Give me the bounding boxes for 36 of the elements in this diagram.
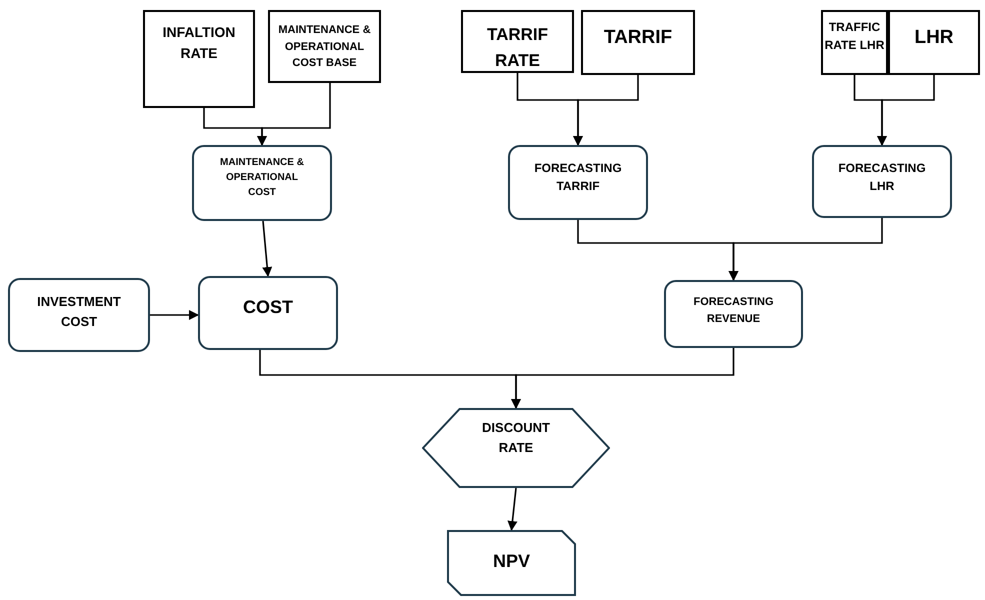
process-box — [508, 145, 648, 220]
input-box — [143, 10, 255, 108]
process-box — [812, 145, 952, 218]
node-label: LHR — [913, 26, 955, 50]
process-box — [8, 278, 150, 352]
node-label: DISCOUNT RATE — [481, 419, 551, 456]
node-label: NPV — [492, 550, 531, 573]
output-card — [447, 530, 576, 596]
hexagon-box — [422, 408, 610, 488]
input-box — [461, 10, 574, 73]
arrow — [507, 488, 518, 531]
node-label: FORECASTING REVENUE — [692, 295, 775, 326]
node-label: FORECASTING TARRIF — [533, 160, 623, 195]
node-label: FORECASTING LHR — [837, 160, 927, 195]
input-box — [268, 10, 381, 83]
input-box — [888, 10, 980, 75]
process-box — [664, 280, 803, 348]
node-label: INVESTMENT COST — [36, 293, 122, 330]
node-label: TARRIF — [602, 26, 674, 50]
node-label: COST — [242, 296, 294, 319]
process-box — [192, 145, 332, 221]
input-box — [821, 10, 888, 75]
process-box — [198, 276, 338, 350]
node-label: TARRIF RATE — [486, 24, 550, 72]
node-label: INFALTION RATE — [162, 23, 236, 63]
arrow — [257, 83, 331, 146]
node-label: TRAFFIC RATE LHR — [824, 19, 886, 54]
arrow — [877, 75, 935, 146]
node-label: MAINTENANCE & OPERATIONAL COST — [219, 156, 305, 200]
node-label: MAINTENANCE & OPERATIONAL COST BASE — [277, 23, 372, 71]
arrow — [573, 75, 639, 146]
arrow — [728, 218, 883, 281]
arrow — [511, 348, 734, 409]
arrow — [262, 220, 272, 277]
arrow — [150, 310, 199, 320]
input-box — [581, 10, 695, 75]
